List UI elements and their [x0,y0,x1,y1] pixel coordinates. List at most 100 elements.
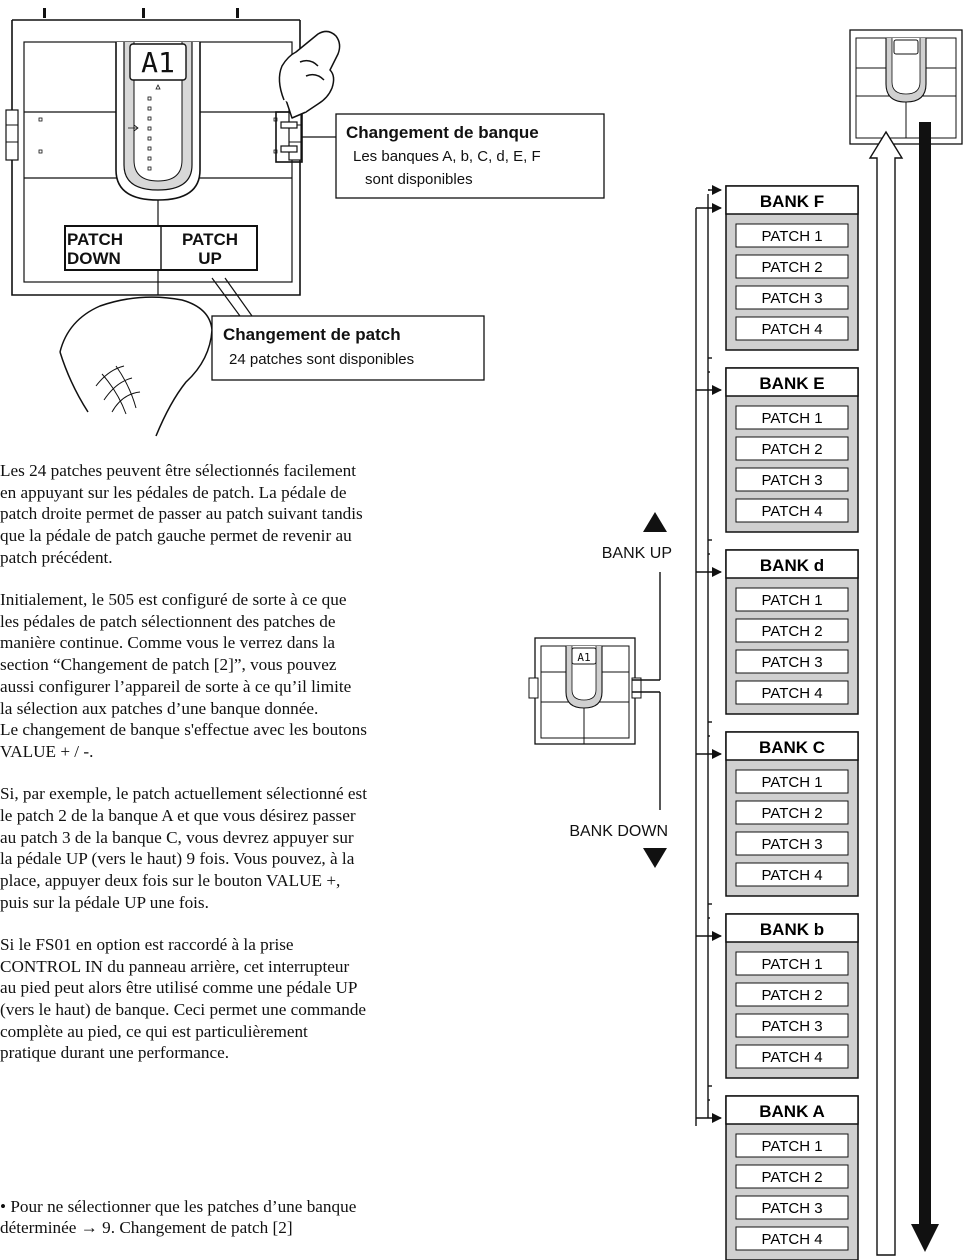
p3-line: la pédale UP (vers le haut) 9 fois. Vous… [0,849,355,869]
patch-cell [735,831,849,856]
patch-cell [735,587,849,612]
patch-label: PATCH 3 [761,1018,822,1035]
pedal-unit-top: A1 PATCH DOWN PATCH UP [5,8,303,296]
patch-label: PATCH 2 [761,805,822,822]
bank-change-title: Changement de banque [346,123,539,142]
note-bullet: • Pour ne sélectionner que les patches d… [0,1196,520,1238]
patch-label: PATCH 1 [761,774,822,791]
callout-bank-change: Changement de banque Les banques A, b, C… [302,113,605,199]
bank-block: BANK A PATCH 1 PATCH 2 PATCH 3 PATCH 4 [725,1095,859,1260]
side-pedal: A1 [528,637,642,745]
bank-name: BANK A [759,1102,824,1121]
p4-line: pratique durant une performance. [0,1043,230,1063]
patch-cell [735,1226,849,1251]
patch-label: PATCH 4 [761,1049,822,1066]
patch-cell [735,951,849,976]
p3-line: au patch 3 de la banque C, vous devrez a… [0,827,354,847]
banks-group: BANK F PATCH 1 PATCH 2 PATCH 3 PATCH 4 BANK E… [725,185,859,1260]
bank-name: BANK E [759,374,824,393]
patch-label: PATCH 1 [761,1138,822,1155]
patch-change-line1: 24 patches sont disponibles [229,351,414,368]
patch-label: PATCH 4 [761,503,822,520]
p4-line: (vers le haut) de banque. Ceci permet un… [0,999,367,1019]
patch-cell [735,800,849,825]
patch-up-label-2: UP [198,249,222,268]
patch-cell [735,498,849,523]
bank-up-arrow-icon [643,512,667,532]
down-arrow-icon [911,1224,939,1252]
patch-down-label-1: PATCH [67,230,123,249]
p4-line: complète au pied, ce qui est particulièr… [0,1021,308,1041]
p3-line: le patch 2 de la banque A et que vous dé… [0,805,356,825]
patch-label: PATCH 1 [761,410,822,427]
bank-up-down: BANK UP BANK DOWN [569,512,672,868]
bank-name: BANK d [760,556,824,575]
patch-label: PATCH 2 [761,987,822,1004]
p1-line: Les 24 patches peuvent être sélectionnés… [0,461,357,480]
patch-label: PATCH 2 [761,623,822,640]
bank-links [695,185,722,1126]
bank-down-arrow-icon [643,848,667,868]
patch-change-title: Changement de patch [223,325,401,344]
side-pedal-display: A1 [577,651,590,664]
patch-label: PATCH 2 [761,259,822,276]
p1-line: que la pédale de patch gauche permet de … [0,526,352,546]
bank-name: BANK C [759,738,825,757]
patch-cell [735,316,849,341]
patch-label: PATCH 1 [761,228,822,245]
patch-cell [735,649,849,674]
patch-cell [735,862,849,887]
p3-line: puis sur la pédale UP une fois. [0,892,209,912]
p4-line: au pied peut alors être utilisé comme un… [0,978,358,998]
p3-line: Si, par exemple, le patch actuellement s… [0,784,367,804]
patch-cell [735,254,849,279]
patch-label: PATCH 2 [761,441,822,458]
patch-label: PATCH 4 [761,1231,822,1248]
p2-line: la sélection aux patches d’une banque do… [0,698,319,718]
patch-cell [735,1133,849,1158]
paragraph-4: Si le FS01 en option est raccordé à la p… [0,934,520,1064]
p2-line: section “Changement de patch [2]”, vous … [0,655,337,675]
patch-label: PATCH 1 [761,956,822,973]
p1-line: patch précédent. [0,547,113,567]
patch-cell [735,982,849,1007]
patch-label: PATCH 4 [761,321,822,338]
bank-name: BANK b [760,920,824,939]
patch-cell [735,405,849,430]
bank-change-line1: Les banques A, b, C, d, E, F [353,148,541,165]
patch-cell [735,436,849,461]
bank-up-label: BANK UP [602,545,672,562]
paragraph-3: Si, par exemple, le patch actuellement s… [0,783,520,913]
up-arrow-icon [868,130,904,1256]
patch-label: PATCH 3 [761,654,822,671]
patch-label: PATCH 1 [761,592,822,609]
patch-cell [735,618,849,643]
p2-line: Le changement de banque s'effectue avec … [0,720,367,740]
patch-cell [735,1195,849,1220]
patch-down-label-2: DOWN [67,249,121,268]
patch-label: PATCH 2 [761,1169,822,1186]
callout-patch-change: Changement de patch 24 patches sont disp… [211,277,485,381]
patch-label: PATCH 3 [761,836,822,853]
patch-cell [735,467,849,492]
bank-name: BANK F [760,192,824,211]
p2-line: Initialement, le 505 est configuré de so… [0,590,347,610]
patch-label: PATCH 3 [761,1200,822,1217]
p4-line: CONTROL IN du panneau arrière, cet inter… [0,956,350,976]
patch-cell [735,1013,849,1038]
pedal-display-top: A1 [141,46,175,79]
patch-up-label-1: PATCH [182,230,238,249]
bullet-line: • Pour ne sélectionner que les patches d… [0,1197,357,1216]
p3-line: place, appuyer deux fois sur le bouton V… [0,870,341,890]
bank-down-label: BANK DOWN [569,823,668,840]
patch-cell [735,1164,849,1189]
patch-cell [735,769,849,794]
pointing-hand-icon [278,30,341,119]
body-text: Les 24 patches peuvent être sélectionnés… [0,460,520,1085]
p2-line: manière continue. Comme vous le verrez d… [0,633,336,653]
patch-cell [735,285,849,310]
